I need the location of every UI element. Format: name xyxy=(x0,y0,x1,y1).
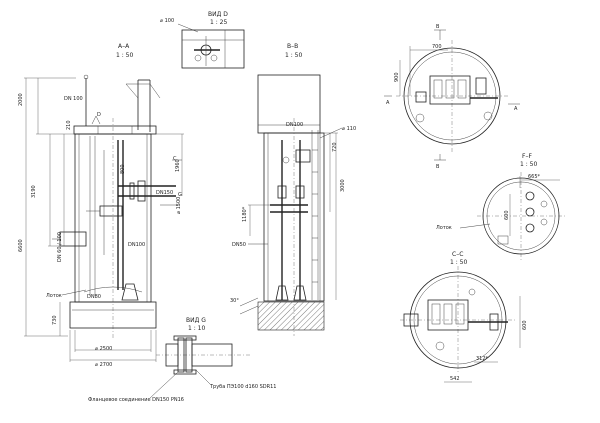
base-slab-b xyxy=(257,301,325,331)
view-f-f-scale: 1 : 50 xyxy=(520,161,537,168)
view-d-title: ВИД D xyxy=(208,11,228,18)
pump-body xyxy=(121,283,139,301)
label-flange: Фланцевое соединение DN150 PN16 xyxy=(88,397,184,403)
view-d-scale: 1 : 25 xyxy=(210,19,227,26)
label-dia-1500: ⌀ 1500 xyxy=(176,197,182,214)
view-a-a-title: A–A xyxy=(118,43,130,50)
label-dn100-top: DN 100 xyxy=(64,96,83,102)
view-b-b-title: B–B xyxy=(287,43,298,50)
plan-f-circle xyxy=(482,177,560,255)
label-lotok-f: Лоток xyxy=(436,225,452,231)
label-dn80: DN80 xyxy=(87,294,101,300)
section-mark-b-top: B xyxy=(436,24,440,30)
base-slab xyxy=(69,301,157,329)
section-mark-g: G xyxy=(178,192,182,198)
view-a-a-scale: 1 : 50 xyxy=(116,52,133,59)
view-g-scale: 1 : 10 xyxy=(188,325,205,332)
section-mark-d: D xyxy=(97,112,101,118)
well-lid xyxy=(73,125,157,135)
view-d-dia: ⌀ 100 xyxy=(160,18,174,24)
view-b-b-scale: 1 : 50 xyxy=(285,52,302,59)
service-mast xyxy=(83,74,161,132)
dim-2000: 2000 xyxy=(18,93,24,106)
view-g: ВИД G 1 : 10 Фланцевое соединение DN150 … xyxy=(88,317,276,403)
section-mark-a-left: A xyxy=(386,100,390,106)
label-pe-pipe: Труба ПЭ100 d160 SDR11 xyxy=(209,384,276,390)
flange-plate-1 xyxy=(177,337,185,373)
view-c-c: C–C 1 : 50 600 312* 542 xyxy=(400,251,528,383)
dim-3000: 3000 xyxy=(340,179,346,192)
dim-dn60-100: DN 60 / 100 xyxy=(57,232,63,262)
plan-top: 700 900 B B A A xyxy=(384,24,520,170)
label-dn100-b: DN100 xyxy=(286,122,303,128)
section-mark-a-right: A xyxy=(514,106,518,112)
label-800: 800 xyxy=(120,164,126,174)
label-lotok-a: Лоток xyxy=(46,293,62,299)
label-angle-30: 30° xyxy=(230,298,239,304)
label-dn150: DN150 xyxy=(156,190,173,196)
view-d: ВИД D 1 : 25 ⌀ 100 xyxy=(160,11,245,69)
view-b-b: B–B 1 : 50 xyxy=(230,43,356,336)
dim-1960: 1960 xyxy=(175,159,181,172)
dim-700: 700 xyxy=(432,44,442,50)
view-f-f-title: F–F xyxy=(522,153,532,160)
pe-pipe xyxy=(191,343,233,367)
dim-542: 542 xyxy=(450,376,460,382)
dim-312: 312* xyxy=(476,356,489,362)
label-dn100: DN100 xyxy=(128,242,145,248)
section-mark-c: C xyxy=(173,156,177,162)
dim-600-c: 600 xyxy=(522,320,528,330)
dim-1180: 1180* xyxy=(242,206,248,222)
plan-top-circle xyxy=(403,47,501,145)
dim-6600: 6600 xyxy=(18,239,24,252)
view-f-f: F–F 1 : 50 665* 600 Лоток xyxy=(436,153,565,260)
dim-720: 720 xyxy=(332,142,338,152)
dim-dia-2700: ⌀ 2700 xyxy=(95,362,112,368)
label-dn50: DN50 xyxy=(232,242,246,248)
dim-730: 730 xyxy=(52,315,58,325)
dim-210: 210 xyxy=(66,120,72,130)
dim-600-f: 600 xyxy=(504,210,510,220)
inlet-stub-c xyxy=(403,313,419,327)
dim-dia-2500: ⌀ 2500 xyxy=(95,346,112,352)
view-c-c-title: C–C xyxy=(452,251,463,258)
view-c-c-scale: 1 : 50 xyxy=(450,259,467,266)
dim-3190: 3190 xyxy=(31,185,37,198)
dimensions-a-a xyxy=(24,77,184,362)
label-dia-110: ⌀ 110 xyxy=(342,126,356,132)
view-a-a: A–A 1 : 50 xyxy=(18,43,184,368)
view-d-frame xyxy=(181,29,245,69)
section-mark-b-bottom: B xyxy=(436,164,440,170)
dim-665: 665* xyxy=(528,174,541,180)
view-g-title: ВИД G xyxy=(186,317,206,324)
dim-900: 900 xyxy=(394,72,400,82)
valve xyxy=(137,180,146,202)
